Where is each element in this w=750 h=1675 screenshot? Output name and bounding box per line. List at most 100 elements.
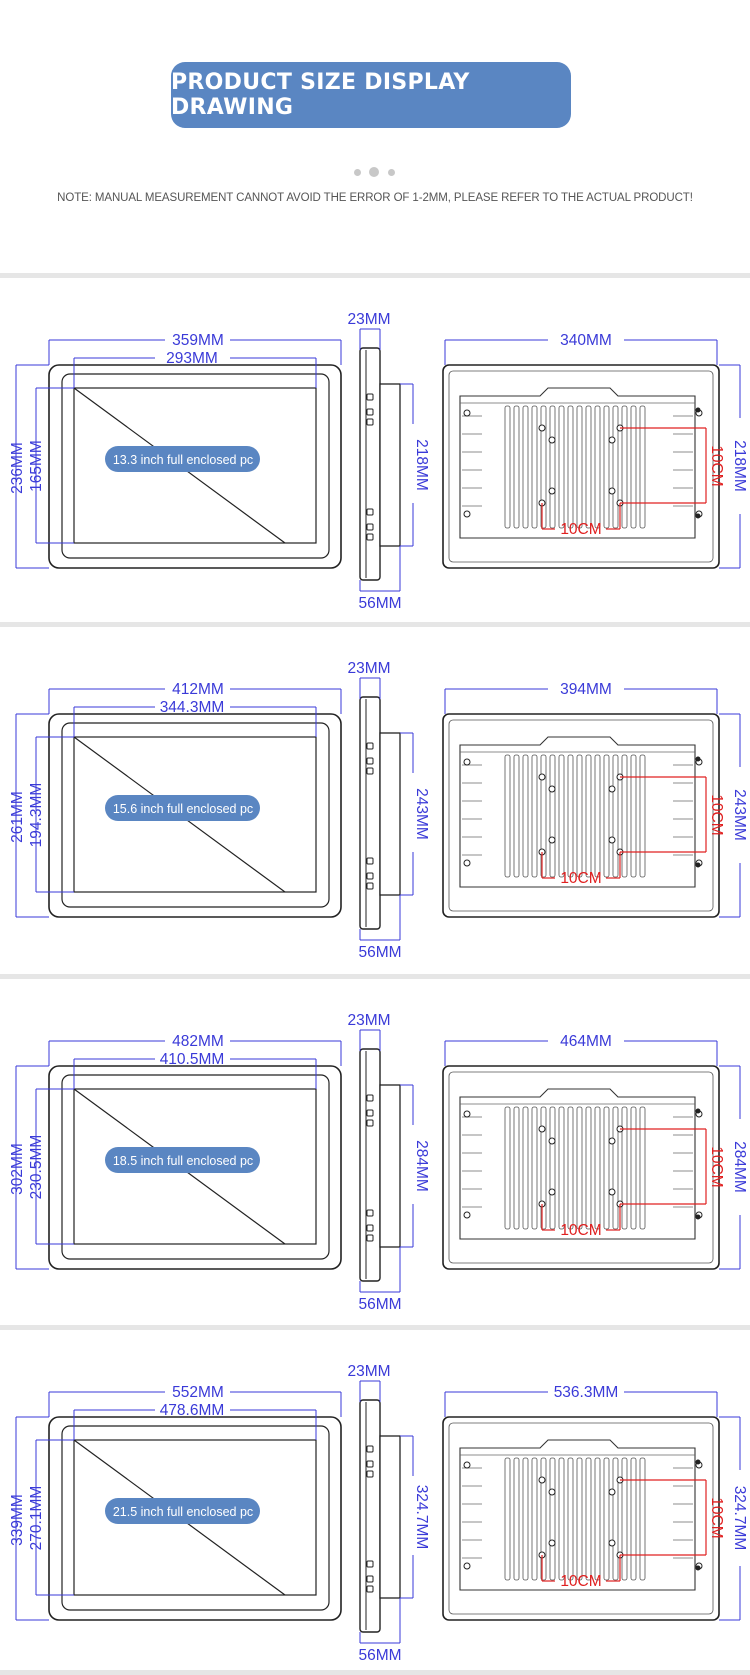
back-width-label: 340MM	[560, 332, 612, 349]
heatsink-fin	[585, 405, 592, 529]
screw-hole	[463, 1461, 471, 1469]
model-pill	[105, 795, 260, 821]
vesa-horizontal-label: 10CM	[560, 521, 601, 538]
heatsink-fin	[630, 405, 637, 529]
heatsink-fin	[621, 1457, 628, 1581]
side-port	[366, 508, 374, 516]
vesa-hole	[548, 836, 556, 844]
vesa-hole	[608, 436, 616, 444]
heatsink-fin	[639, 405, 646, 529]
model-pill	[105, 1147, 260, 1173]
screen-width-label: 478.6MM	[160, 1402, 225, 1419]
outer-height-label: 261MM	[9, 791, 26, 843]
heatsink-fin	[594, 1106, 601, 1230]
heatsink-fin	[504, 754, 511, 878]
screw-dot	[695, 862, 701, 868]
screen-height-label: 165MM	[28, 440, 45, 492]
side-port	[366, 1109, 374, 1117]
heatsink-fin	[576, 754, 583, 878]
heatsink-fin	[585, 754, 592, 878]
heatsink-fin	[504, 1106, 511, 1230]
side-height-label: 324.7MM	[413, 1485, 430, 1550]
vesa-vertical-label: 10CM	[708, 1146, 725, 1187]
screw-hole	[463, 1211, 471, 1219]
back-outer-frame	[442, 713, 720, 918]
side-port	[366, 523, 374, 531]
model-pill	[105, 1498, 260, 1524]
heatsink-fin	[540, 1106, 547, 1230]
vesa-vertical-label: 10CM	[708, 794, 725, 835]
dot-1	[354, 169, 361, 176]
model-label: 21.5 inch full enclosed pc	[113, 1505, 253, 1519]
model-pill	[105, 446, 260, 472]
heatsink-outline	[459, 736, 696, 888]
side-height-label: 218MM	[413, 439, 430, 491]
heatsink-fin	[639, 754, 646, 878]
back-height-label: 284MM	[731, 1141, 748, 1193]
back-width-label: 394MM	[560, 681, 612, 698]
heatsink-fin	[612, 1106, 619, 1230]
side-port	[366, 408, 374, 416]
side-height-label: 243MM	[413, 788, 430, 840]
side-back-case	[379, 383, 401, 547]
heatsink-fin	[612, 754, 619, 878]
outer-height-label: 236MM	[9, 442, 26, 494]
size-drawing-section: 18.5 inch full enclosed pc482MM410.5MM30…	[9, 1012, 748, 1313]
heatsink-fin	[630, 754, 637, 878]
vesa-hole	[538, 773, 546, 781]
back-width-label: 536.3MM	[554, 1384, 619, 1401]
outer-width-label: 552MM	[172, 1384, 224, 1401]
heatsink-fin	[549, 405, 556, 529]
heatsink-fin	[612, 1457, 619, 1581]
heatsink-fin	[603, 1106, 610, 1230]
heatsink-fin	[513, 754, 520, 878]
side-back-case	[379, 1084, 401, 1248]
back-outer-frame	[442, 364, 720, 569]
side-height-label: 284MM	[413, 1140, 430, 1192]
vesa-hole	[608, 836, 616, 844]
heatsink-fin	[594, 1457, 601, 1581]
heatsink-fin	[639, 1106, 646, 1230]
back-inner-frame	[448, 719, 714, 912]
side-view: 23MM 284MM 56MM	[347, 1012, 430, 1313]
screw-dot	[695, 1108, 701, 1114]
depth-back-label: 56MM	[358, 1296, 401, 1313]
heatsink-fin	[513, 1457, 520, 1581]
outer-height-label: 339MM	[9, 1494, 26, 1546]
heatsink-fin	[621, 1106, 628, 1230]
side-port	[366, 1224, 374, 1232]
size-drawing-section: 15.6 inch full enclosed pc412MM344.3MM26…	[9, 660, 748, 961]
heatsink-fin	[612, 405, 619, 529]
heatsink-fin	[558, 754, 565, 878]
back-height-label: 243MM	[731, 789, 748, 841]
model-label: 13.3 inch full enclosed pc	[113, 453, 253, 467]
side-frame	[359, 1399, 381, 1633]
screen-width-label: 410.5MM	[160, 1051, 225, 1068]
screen-height-label: 270.1MM	[28, 1486, 45, 1551]
side-back-case	[379, 1435, 401, 1599]
side-port	[366, 872, 374, 880]
heatsink-fin	[531, 1457, 538, 1581]
side-port	[366, 1094, 374, 1102]
dot-3	[388, 169, 395, 176]
screw-hole	[463, 1110, 471, 1118]
front-view: 15.6 inch full enclosed pc412MM344.3MM26…	[9, 681, 342, 918]
vesa-hole	[548, 1137, 556, 1145]
depth-front-label: 23MM	[347, 1012, 390, 1029]
screen-height-label: 194.3MM	[28, 783, 45, 848]
side-port	[366, 393, 374, 401]
vesa-hole	[608, 487, 616, 495]
back-height-label: 324.7MM	[731, 1486, 748, 1551]
side-port	[366, 1560, 374, 1568]
vesa-hole	[548, 1488, 556, 1496]
side-port	[366, 1234, 374, 1242]
size-drawing-section: 13.3 inch full enclosed pc359MM293MM236M…	[9, 311, 748, 612]
side-port	[366, 1445, 374, 1453]
section-divider	[0, 1670, 750, 1675]
screw-hole	[463, 758, 471, 766]
